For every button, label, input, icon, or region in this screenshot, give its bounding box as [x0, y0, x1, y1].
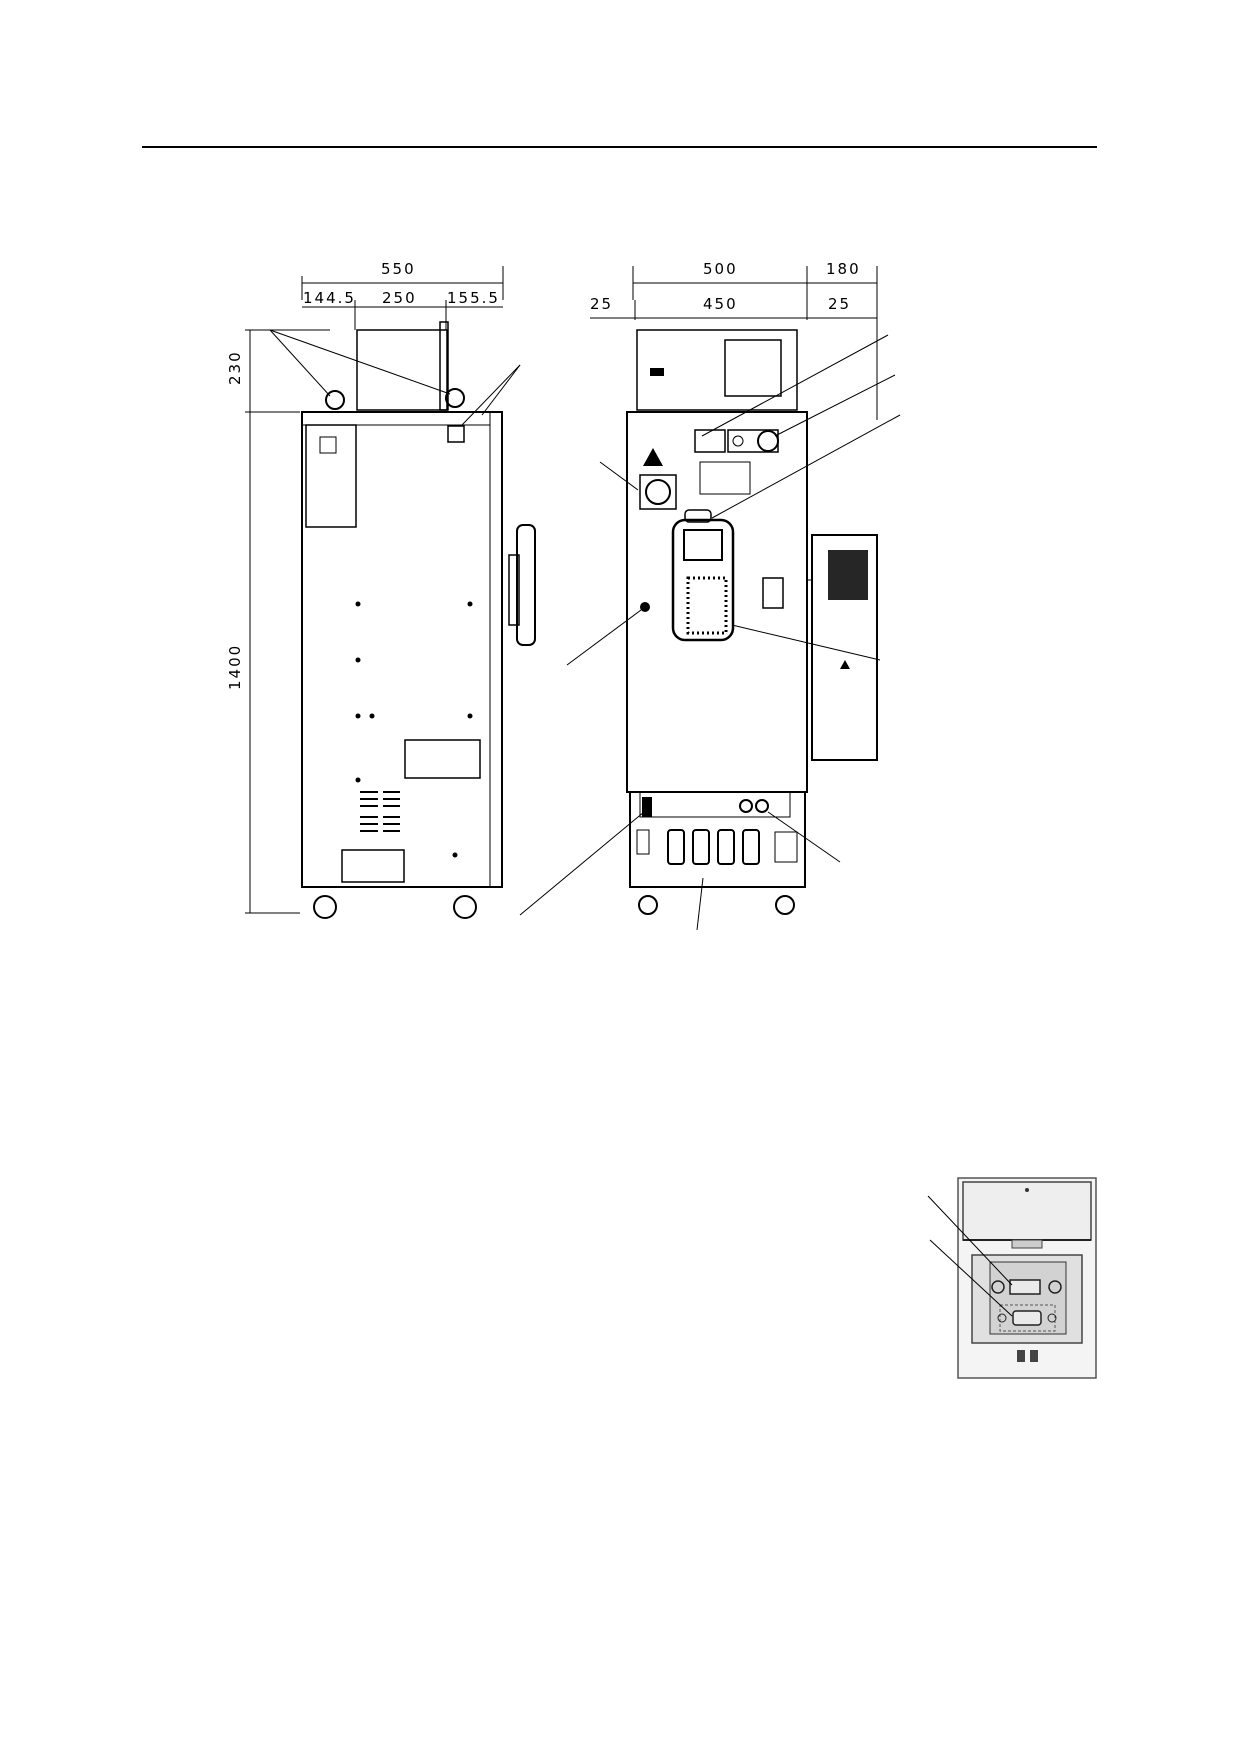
dim-25-right: 25 [828, 295, 851, 313]
dim-230: 230 [226, 350, 244, 385]
dim-155-5: 155.5 [447, 289, 500, 307]
dim-144-5: 144.5 [303, 289, 356, 307]
dim-25-left: 25 [590, 295, 613, 313]
dim-180: 180 [826, 260, 861, 278]
side-view-drawing: 550 144.5 250 155.5 230 1400 [226, 260, 536, 919]
front-view-drawing: 500 180 25 450 25 [519, 260, 901, 931]
dim-550: 550 [381, 260, 416, 278]
dim-500: 500 [703, 260, 738, 278]
dim-1400: 1400 [226, 644, 244, 690]
connector-panel-drawing [927, 1177, 1097, 1379]
dim-250: 250 [382, 289, 417, 307]
dim-450: 450 [703, 295, 738, 313]
